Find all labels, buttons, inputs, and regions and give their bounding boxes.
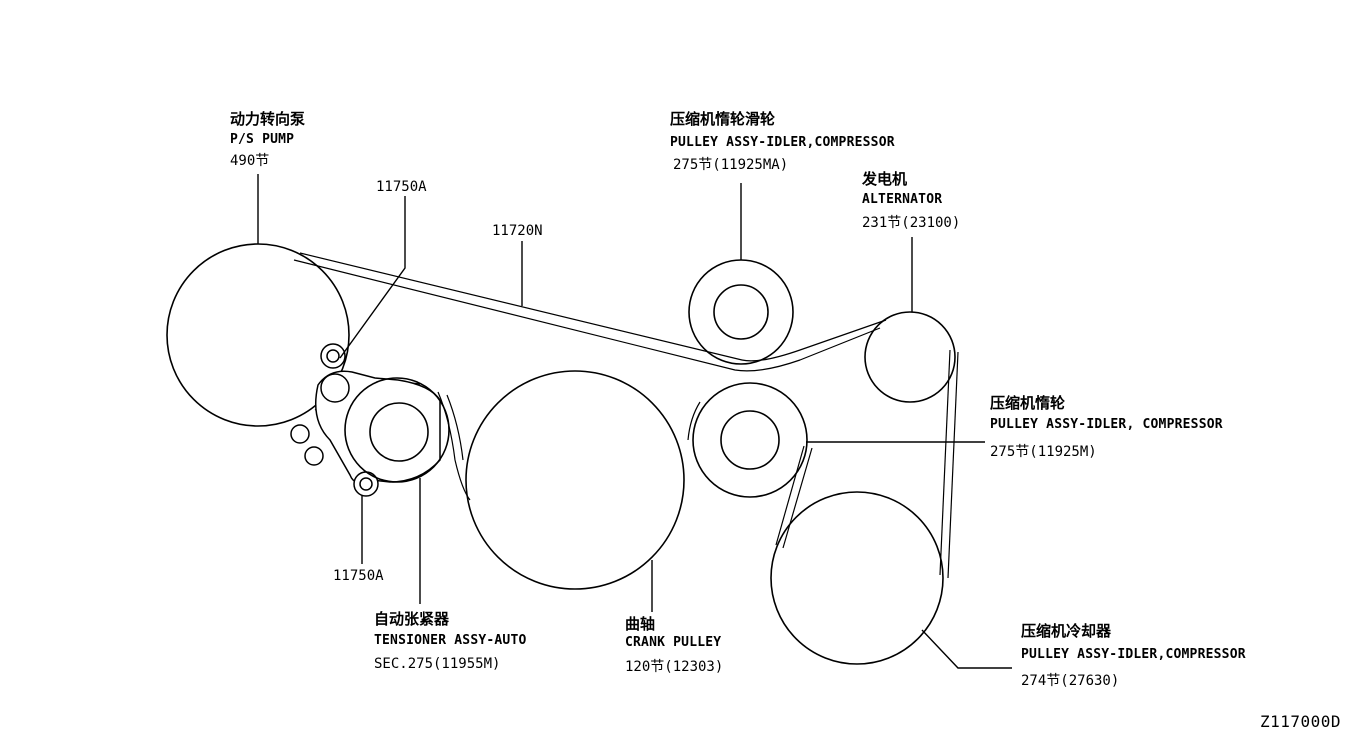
idler-top-part-number: 275节(11925MA)	[673, 157, 789, 173]
belt-label: 11720N	[492, 223, 543, 239]
tensioner-bolt-label-top: 11750A	[376, 179, 427, 195]
ps-pump-label-zh: 动力转向泵	[230, 110, 306, 128]
ps-pump-part-number: 490节	[230, 153, 270, 169]
compressor-label-en: PULLEY ASSY-IDLER,COMPRESSOR	[1021, 647, 1246, 662]
idler-mid-label-zh: 压缩机惰轮	[990, 394, 1066, 412]
alternator-label-zh: 发电机	[862, 170, 908, 188]
tensioner-pulley-hub	[369, 402, 429, 462]
idler-top-label-zh: 压缩机惰轮滑轮	[670, 110, 776, 128]
idler-pulley-top	[688, 259, 794, 365]
idler-top-label-en: PULLEY ASSY-IDLER,COMPRESSOR	[670, 135, 895, 150]
leader-lines	[257, 174, 1012, 669]
idler-pulley-mid-hub	[720, 410, 780, 470]
ps-pump-label-en: P/S PUMP	[230, 132, 295, 147]
figure-code: Z117000D	[1260, 712, 1342, 731]
alternator-part-number: 231节(23100)	[862, 215, 961, 231]
crank-label-zh: 曲轴	[625, 615, 656, 633]
compressor-part-number: 274节(27630)	[1021, 673, 1120, 689]
tensioner-bolt-label-bottom: 11750A	[333, 568, 384, 584]
compressor-pulley	[770, 491, 944, 665]
tensioner-part-number: SEC.275(11955M)	[374, 656, 501, 672]
idler-pulley-top-hub	[713, 284, 769, 340]
tensioner-pulley	[344, 377, 450, 483]
crank-part-number: 120节(12303)	[625, 659, 724, 675]
alternator-label-en: ALTERNATOR	[862, 192, 943, 207]
tensioner-label-en: TENSIONER ASSY-AUTO	[374, 633, 527, 648]
compressor-label-zh: 压缩机冷却器	[1021, 622, 1112, 640]
idler-mid-part-number: 275节(11925M)	[990, 444, 1097, 460]
alternator-pulley	[864, 311, 956, 403]
idler-pulley-mid	[692, 382, 808, 498]
tensioner-assembly	[290, 343, 441, 497]
crank-pulley	[465, 370, 685, 590]
crank-label-en: CRANK PULLEY	[625, 635, 722, 650]
tensioner-label-zh: 自动张紧器	[374, 610, 450, 628]
idler-mid-label-en: PULLEY ASSY-IDLER, COMPRESSOR	[990, 417, 1223, 432]
